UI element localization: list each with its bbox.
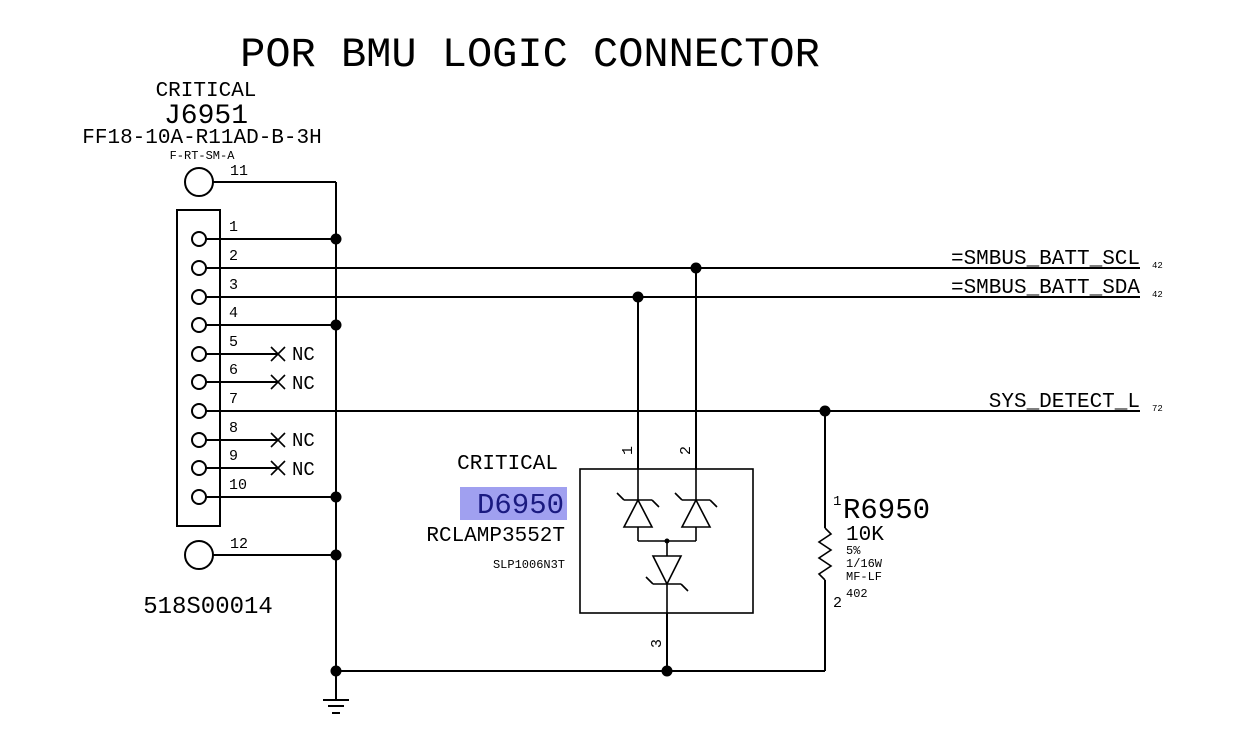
ground-icon <box>323 699 349 714</box>
connector-package: F-RT-SM-A <box>170 149 236 163</box>
pin-7-circle <box>191 403 207 419</box>
pin-11-mount-circle <box>184 167 214 197</box>
pin-2-circle <box>191 260 207 276</box>
net-label-sys-detect: SYS_DETECT_L <box>989 391 1140 414</box>
pin-1-circle <box>191 231 207 247</box>
diode-part-number: RCLAMP3552T <box>426 525 565 548</box>
pin-6-circle <box>191 374 207 390</box>
diode-critical-label: CRITICAL <box>457 453 558 476</box>
tvs-diode-2-icon <box>674 469 718 541</box>
pin-5-number: 5 <box>229 334 238 351</box>
connector-pins: 1 2 3 4 NC 5 NC 6 7 NC 8 NC 9 <box>191 219 1140 505</box>
pin-6-nc-label: NC <box>292 373 315 395</box>
net-scl-page-ref: 42 <box>1152 261 1163 271</box>
junction-dot <box>330 319 342 331</box>
pin-8-nc-label: NC <box>292 430 315 452</box>
pin-9-nc-label: NC <box>292 459 315 481</box>
diode-refdes-highlight <box>460 487 567 520</box>
diode-refdes: D6950 <box>477 489 564 522</box>
resistor-power: 1/16W <box>846 557 883 571</box>
net-sda-page-ref: 42 <box>1152 290 1163 300</box>
resistor-type: MF-LF <box>846 570 882 584</box>
tvs-diode-3-icon <box>645 541 689 613</box>
pin-12-number: 12 <box>230 536 248 553</box>
resistor-tolerance: 5% <box>846 544 861 558</box>
schematic-title: POR BMU LOGIC CONNECTOR <box>240 31 820 79</box>
pin-10-number: 10 <box>229 477 247 494</box>
diode-pin-3-number: 3 <box>649 639 666 648</box>
junction-dot <box>632 291 644 303</box>
pin-9-circle <box>191 460 207 476</box>
pin-9-nc-x-icon <box>270 460 286 476</box>
pin-9-number: 9 <box>229 448 238 465</box>
junction-dot <box>330 233 342 245</box>
pin-7-number: 7 <box>229 391 238 408</box>
connector-part-number: FF18-10A-R11AD-B-3H <box>82 127 321 150</box>
diode-package: SLP1006N3T <box>493 558 565 572</box>
connector-critical-label: CRITICAL <box>156 80 257 103</box>
pin-3-number: 3 <box>229 277 238 294</box>
connector-refdes: J6951 <box>164 101 248 132</box>
connector-apn: 518S00014 <box>143 594 273 621</box>
pin-11-number: 11 <box>230 163 248 180</box>
diode-pin-2-number: 2 <box>678 446 695 455</box>
resistor-pin-2-number: 2 <box>833 595 842 612</box>
pin-5-nc-label: NC <box>292 344 315 366</box>
pin-3-circle <box>191 289 207 305</box>
pin-8-circle <box>191 432 207 448</box>
resistor-refdes: R6950 <box>843 494 930 527</box>
net-label-scl: =SMBUS_BATT_SCL <box>951 248 1140 271</box>
junction-dot <box>330 491 342 503</box>
pin-1-number: 1 <box>229 219 238 236</box>
net-sys-detect-page-ref: 72 <box>1152 404 1163 414</box>
pin-6-nc-x-icon <box>270 374 286 390</box>
connector-body <box>176 209 221 527</box>
resistor-pin-1-number: 1 <box>833 494 841 510</box>
resistor-icon <box>817 527 833 581</box>
junction-dot <box>330 549 342 561</box>
pin-4-circle <box>191 317 207 333</box>
pin-6-number: 6 <box>229 362 238 379</box>
diode-pin-1-number: 1 <box>620 446 637 455</box>
resistor-size: 402 <box>846 587 868 601</box>
pin-5-circle <box>191 346 207 362</box>
net-label-sda: =SMBUS_BATT_SDA <box>951 277 1140 300</box>
resistor-value: 10K <box>846 524 884 547</box>
pin-8-number: 8 <box>229 420 238 437</box>
pin-5-nc-x-icon <box>270 346 286 362</box>
pin-8-nc-x-icon <box>270 432 286 448</box>
junction-dot <box>661 665 673 677</box>
pin-12-mount-circle <box>184 540 214 570</box>
pin-2-number: 2 <box>229 248 238 265</box>
pin-10-circle <box>191 489 207 505</box>
junction-dot <box>690 262 702 274</box>
pin-4-number: 4 <box>229 305 238 322</box>
tvs-diode-1-icon <box>616 469 660 541</box>
